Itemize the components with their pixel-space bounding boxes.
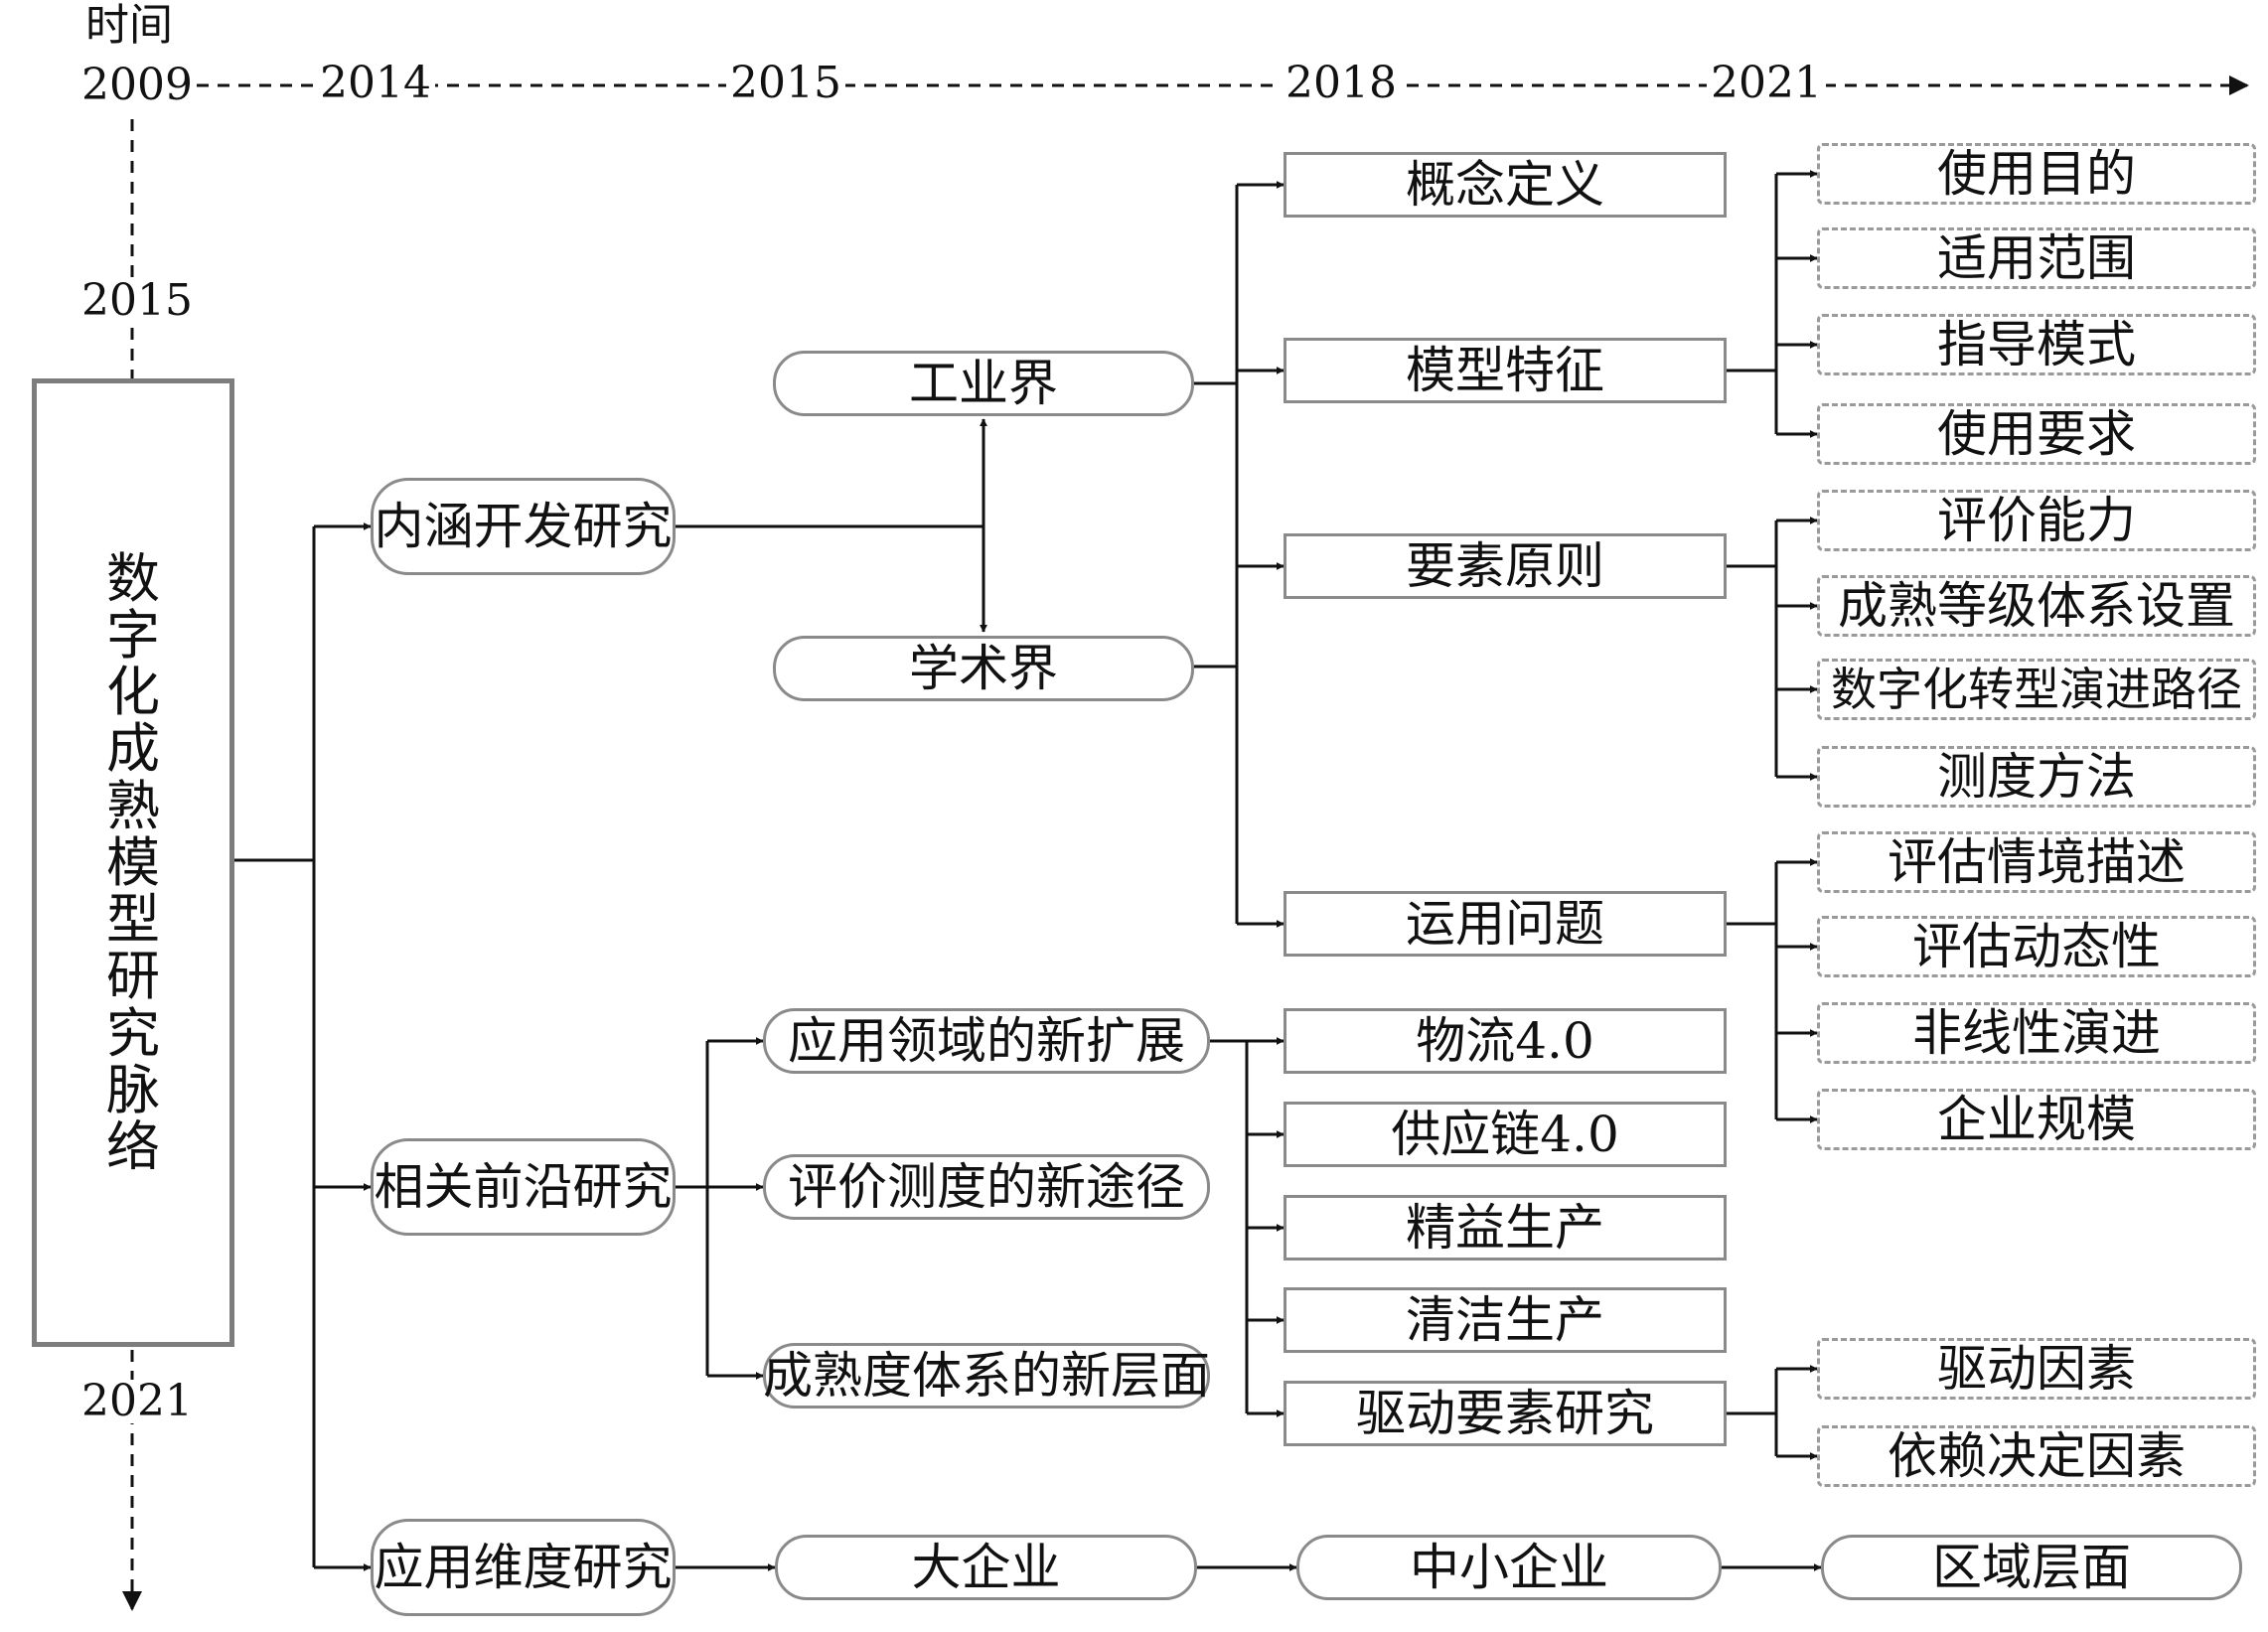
connotation-research-node: 内涵开发研究 <box>371 478 676 575</box>
year-2014: 2014 <box>316 62 435 105</box>
time-axis-lines <box>122 75 2249 1611</box>
root-char: 型 <box>106 888 160 952</box>
firm-size-node: 企业规模 <box>1817 1089 2256 1150</box>
root-char: 化 <box>106 661 160 724</box>
root-char: 脉 <box>106 1058 160 1121</box>
dynamics-node: 评估动态性 <box>1817 916 2256 977</box>
usage-node: 运用问题 <box>1284 891 1727 957</box>
scope-node: 适用范围 <box>1817 227 2256 289</box>
vertical-year-2015: 2015 <box>77 279 197 323</box>
supply-chain-node: 供应链4.0 <box>1284 1102 1727 1167</box>
root-char: 熟 <box>106 774 160 837</box>
new-measures-node: 评价测度的新途径 <box>763 1154 1210 1220</box>
new-levels-node: 成熟度体系的新层面 <box>763 1343 1210 1409</box>
academia-node: 学术界 <box>773 636 1194 701</box>
frontier-research-node: 相关前沿研究 <box>371 1138 676 1236</box>
clean-production-node: 清洁生产 <box>1284 1287 1727 1353</box>
application-research-node: 应用维度研究 <box>371 1519 676 1616</box>
lean-production-node: 精益生产 <box>1284 1195 1727 1261</box>
year-2009: 2009 <box>77 64 197 107</box>
logistics-node: 物流4.0 <box>1284 1008 1727 1074</box>
root-char: 研 <box>106 945 160 1008</box>
root-char: 究 <box>106 1001 160 1065</box>
year-2018: 2018 <box>1282 62 1401 105</box>
year-2021: 2021 <box>1707 62 1826 105</box>
scenario-node: 评估情境描述 <box>1817 831 2256 893</box>
drivers-research-node: 驱动要素研究 <box>1284 1381 1727 1446</box>
concept-node: 概念定义 <box>1284 152 1727 218</box>
root-box: 数 字 化 成 熟 模 型 研 究 脉 络 <box>32 378 234 1347</box>
eval-ability-node: 评价能力 <box>1817 490 2256 551</box>
purpose-node: 使用目的 <box>1817 143 2256 205</box>
new-domains-node: 应用领域的新扩展 <box>763 1008 1210 1074</box>
requirements-node: 使用要求 <box>1817 403 2256 465</box>
driving-factor-node: 驱动因素 <box>1817 1338 2256 1400</box>
grade-system-node: 成熟等级体系设置 <box>1817 575 2256 637</box>
root-char: 成 <box>106 717 160 781</box>
sme-node: 中小企业 <box>1296 1535 1722 1600</box>
industry-node: 工业界 <box>773 351 1194 416</box>
root-char: 模 <box>106 830 160 894</box>
elements-node: 要素原则 <box>1284 533 1727 599</box>
root-char: 字 <box>106 603 160 667</box>
time-axis-title: 时间 <box>81 4 177 48</box>
large-firm-node: 大企业 <box>775 1535 1197 1600</box>
dependency-node: 依赖决定因素 <box>1817 1425 2256 1487</box>
region-node: 区域层面 <box>1821 1535 2242 1600</box>
nonlinear-node: 非线性演进 <box>1817 1002 2256 1064</box>
vertical-year-2021: 2021 <box>77 1380 197 1423</box>
transform-path-node: 数字化转型演进路径 <box>1817 659 2256 720</box>
model-features-node: 模型特征 <box>1284 338 1727 403</box>
measure-method-node: 测度方法 <box>1817 746 2256 808</box>
root-char: 络 <box>106 1115 160 1179</box>
guide-mode-node: 指导模式 <box>1817 314 2256 375</box>
root-char: 数 <box>106 546 160 610</box>
year-2015: 2015 <box>726 62 845 105</box>
